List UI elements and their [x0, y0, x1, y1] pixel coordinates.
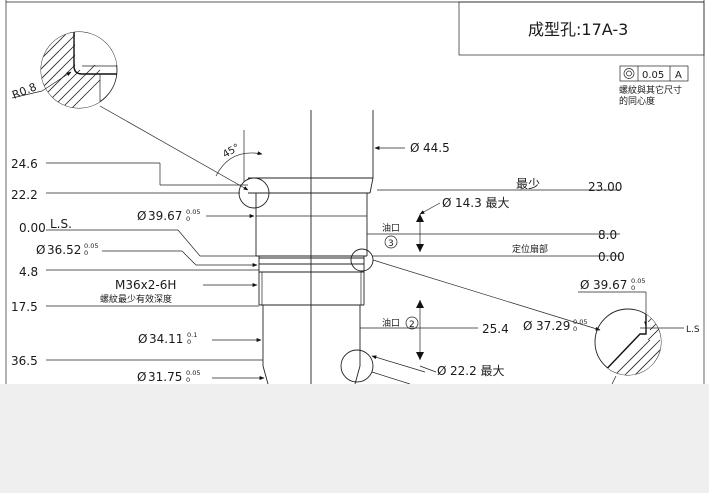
- diameter-symbol-22-2: Ø: [437, 364, 446, 378]
- dim-8-0: 8.0: [598, 228, 617, 242]
- thread-spec: M36x2-6H: [115, 278, 176, 292]
- diameter-symbol-39-67: Ø: [137, 209, 146, 223]
- diameter-symbol-detail: Ø: [580, 278, 589, 292]
- right-dimensions: 最少 23.00 Ø 14.3 最大 油口 3 8.0 定位扇部 0.00 油口…: [360, 177, 625, 378]
- dim-d31-75: 31.75: [148, 370, 182, 384]
- tol-31-75-lower: 0: [186, 376, 190, 384]
- blank-area: [0, 384, 709, 493]
- left-dimensions: 24.6 22.2 0.00 L.S. 4.8 17.5 36.5 44: [11, 157, 263, 397]
- tol-37-29-upper: 0.05: [573, 318, 587, 326]
- detail-marker-bottom: [340, 349, 374, 383]
- diameter-symbol-44-5: Ø: [410, 141, 419, 155]
- dim-0-00-right: 0.00: [598, 250, 625, 264]
- oil-port-2-label: 油口: [382, 317, 400, 329]
- dim-17-5: 17.5: [11, 300, 38, 314]
- partial-leader: [611, 375, 617, 385]
- tol-34-11-upper: 0.1: [187, 331, 197, 339]
- port-2-circle: [405, 316, 419, 330]
- dim-d36-52: 36.52: [47, 243, 81, 257]
- dim-d22-2: 22.2 最大: [450, 364, 505, 378]
- angle-45: 45°: [215, 130, 263, 182]
- tol-34-11-lower: 0: [187, 338, 191, 346]
- dim-0-00-left: 0.00: [19, 221, 46, 235]
- ls-label-left: L.S.: [50, 217, 72, 231]
- gdt-tolerance: 0.05: [642, 70, 664, 81]
- radius-label: R0.8: [10, 80, 38, 101]
- dim-d34-11: 34.11: [149, 332, 183, 346]
- concentricity-icon: [623, 68, 635, 79]
- title-block: 成型孔:17A-3: [458, 1, 705, 56]
- dim-22-2: 22.2: [11, 188, 38, 202]
- locating-label: 定位扇部: [512, 243, 548, 255]
- diameter-callouts: Ø 44.5 Ø 39.67 0.05 0 Ø 36.52 0.05 0 M36…: [36, 141, 450, 384]
- gdt-frame: 0.05 A 螺紋與其它尺寸 的同心度: [619, 65, 689, 107]
- min-label: 最少: [516, 177, 540, 191]
- port-3-circle: [384, 235, 398, 249]
- dim-d44-5: 44.5: [423, 141, 450, 155]
- thread-note: 螺紋最少有效深度: [100, 293, 172, 305]
- diameter-symbol-36-52: Ø: [36, 243, 45, 257]
- dim-36-5: 36.5: [11, 354, 38, 368]
- tol-39-67-lower: 0: [186, 215, 190, 223]
- dim-d14-3: 14.3 最大: [455, 196, 510, 210]
- dim-d37-29: 37.29: [536, 319, 570, 333]
- diameter-symbol-34-11: Ø: [138, 332, 147, 346]
- tol-39-67-upper: 0.05: [186, 208, 200, 216]
- detail-ls-label: L.S: [686, 325, 700, 335]
- gdt-datum: A: [675, 70, 682, 81]
- dim-d39-67: 39.67: [148, 209, 182, 223]
- port-3-number: 3: [388, 239, 394, 249]
- detail-tol-lower: 0: [631, 284, 635, 292]
- drawing-title: 成型孔:17A-3: [528, 20, 628, 39]
- diameter-symbol-37-29: Ø: [523, 319, 532, 333]
- dim-23-00: 23.00: [588, 180, 622, 194]
- tol-31-75-upper: 0.05: [186, 369, 200, 377]
- dim-25-4: 25.4: [482, 322, 509, 336]
- dim-4-8: 4.8: [19, 265, 38, 279]
- dim-24-6: 24.6: [11, 157, 38, 171]
- detail-marker-mid: [350, 248, 374, 272]
- detail-circle-top: R0.8: [10, 31, 249, 191]
- diameter-symbol-14-3: Ø: [442, 196, 451, 210]
- detail-dia: 39.67: [593, 278, 627, 292]
- gdt-note-line1: 螺紋與其它尺寸: [619, 84, 682, 96]
- tol-36-52-upper: 0.05: [84, 242, 98, 250]
- oil-port-3-label: 油口: [382, 222, 400, 234]
- port-2-number: 2: [409, 320, 415, 330]
- gdt-note-line2: 的同心度: [619, 95, 655, 107]
- tol-36-52-lower: 0: [84, 249, 88, 257]
- diameter-symbol-31-75: Ø: [137, 370, 146, 384]
- detail-circle-right: Ø 39.67 0.05 0 L.S: [578, 277, 700, 376]
- detail-tol-upper: 0.05: [631, 277, 645, 285]
- tol-37-29-lower: 0: [573, 325, 577, 333]
- part-body: [248, 110, 374, 385]
